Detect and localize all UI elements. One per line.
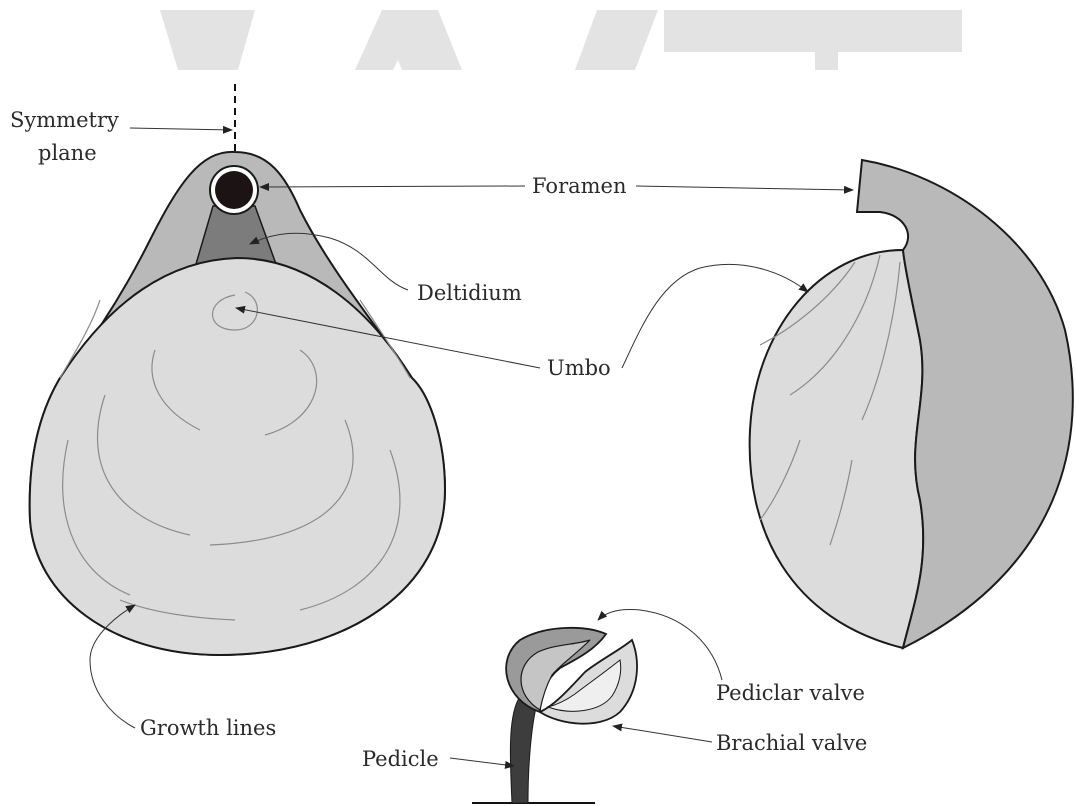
lateral-brachial-valve bbox=[750, 250, 924, 648]
leader-pedicle bbox=[450, 758, 514, 766]
watermark-shape-1 bbox=[160, 10, 255, 70]
pedicle-label: Pedicle bbox=[362, 747, 439, 771]
attached-shell-view bbox=[472, 628, 637, 803]
pediclar-valve-label: Pediclar valve bbox=[716, 681, 865, 705]
umbo-label: Umbo bbox=[547, 356, 611, 380]
brachial-valve-label: Brachial valve bbox=[716, 731, 867, 755]
watermark-shape-4 bbox=[664, 10, 962, 70]
deltidium-label: Deltidium bbox=[417, 281, 522, 305]
leader-foramen-right bbox=[636, 186, 853, 190]
shell-dorsal-view bbox=[30, 84, 445, 655]
watermark-banner bbox=[160, 10, 962, 70]
shell-lateral-view bbox=[750, 160, 1073, 648]
leader-foramen-left bbox=[260, 186, 525, 187]
symmetry-plane-label-line1: Symmetry bbox=[10, 108, 119, 132]
brachial-valve-surface bbox=[30, 258, 445, 655]
leader-symmetry bbox=[130, 128, 232, 130]
foramen-hole bbox=[215, 171, 253, 209]
symmetry-plane-label-line2: plane bbox=[38, 141, 97, 165]
foramen-label: Foramen bbox=[532, 174, 627, 198]
growth-lines-label: Growth lines bbox=[140, 716, 276, 740]
watermark-shape-2 bbox=[355, 10, 462, 70]
leader-brachial-valve bbox=[613, 726, 712, 742]
watermark-shape-3 bbox=[575, 10, 658, 70]
